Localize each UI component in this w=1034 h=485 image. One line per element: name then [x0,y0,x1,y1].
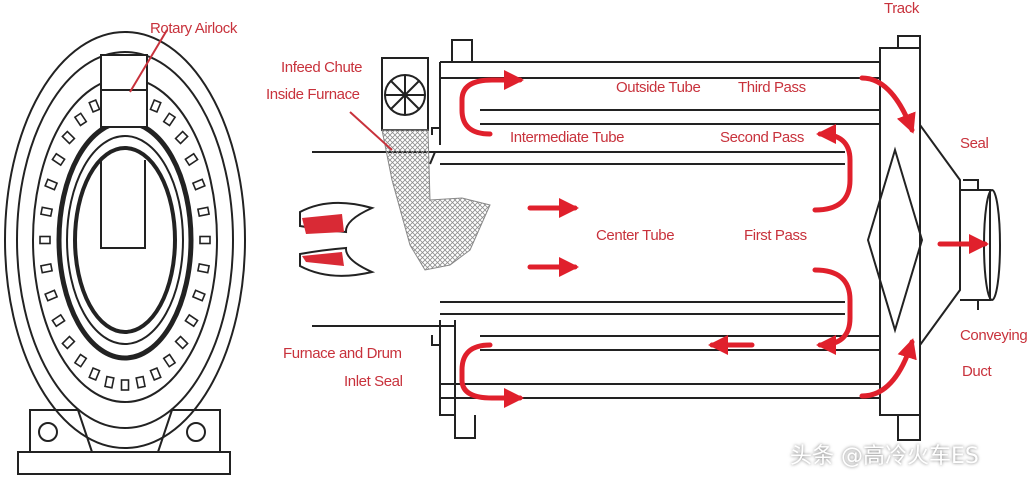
end-view-tooth [191,178,206,191]
end-view-tooth [39,206,54,218]
end-view-tooth [149,98,162,114]
end-view-tooth [162,353,177,368]
watermark: 头条 @高冷火车ES [790,444,979,469]
rotary-airlock-wheel-icon [381,57,429,131]
label-outside-tube: Outside Tube [616,79,700,96]
end-view-tooth [88,366,101,382]
label-intermediate-tube: Intermediate Tube [510,129,624,146]
arrow-second-pass-lower [812,267,853,355]
label-infeed-chute-2: Inside Furnace [266,86,360,103]
arrow-exit-lower [859,338,917,399]
end-view-tooth [88,98,101,114]
end-view-tooth [39,262,54,274]
end-view-tooth [73,353,88,368]
arrow-third-pass-lower-turn [459,342,524,408]
label-track: Track [884,0,920,17]
end-view-tooth [174,335,189,350]
end-view-tooth [199,235,211,245]
end-view-outer-ring [4,31,246,449]
end-view-tooth [184,313,199,328]
arrow-exit-upper [859,75,916,134]
end-view-tooth [51,313,66,328]
end-view-tooth [44,178,59,191]
end-view-tooth [174,130,189,145]
end-view-tooth [196,206,211,218]
label-infeed-chute-1: Infeed Chute [281,59,362,76]
label-center-tube: Center Tube [596,227,674,244]
flow-arrows [459,70,989,408]
end-view-center-tube [56,119,194,361]
arrow-third-pass-upper-turn [459,70,524,137]
end-view-tooth [44,289,59,302]
end-view-tooth [120,379,130,391]
drum-end-view [4,31,246,475]
end-view-inner-ring [66,135,184,345]
end-view-tooth [39,235,51,245]
label-third-pass: Third Pass [738,79,806,96]
end-view-tooth [135,375,146,389]
label-conveying-2: Duct [962,363,992,380]
end-view-tooth [149,366,162,382]
label-furnace-seal-2: Inlet Seal [344,373,403,390]
infeed-chute-material [381,129,491,271]
label-furnace-seal-1: Furnace and Drum [283,345,402,362]
end-view-tooth [104,375,115,389]
end-view-tooth [191,289,206,302]
end-view-tooth [51,152,66,167]
end-view-ring-2 [16,51,234,429]
end-view-infeed-chute [100,160,146,249]
arrow-second-pass-upper [812,124,853,213]
label-second-pass: Second Pass [720,129,804,146]
drum-side-view [312,35,1001,441]
label-seal: Seal [960,135,988,152]
end-view-tooth [61,130,76,145]
end-view-tooth [73,112,88,127]
end-view-tooth [184,152,199,167]
label-rotary-airlock: Rotary Airlock [150,20,238,37]
end-view-inner-ring-2 [73,146,177,334]
end-view-tooth [196,262,211,274]
infeed-chute-leader [349,111,393,151]
end-view-tooth [162,112,177,127]
label-first-pass: First Pass [744,227,807,244]
rotary-airlock-leader [129,29,168,93]
end-view-tooth [61,335,76,350]
end-view-base [17,451,231,475]
burner-flame-icon [299,201,376,277]
label-conveying-1: Conveying [960,327,1027,344]
